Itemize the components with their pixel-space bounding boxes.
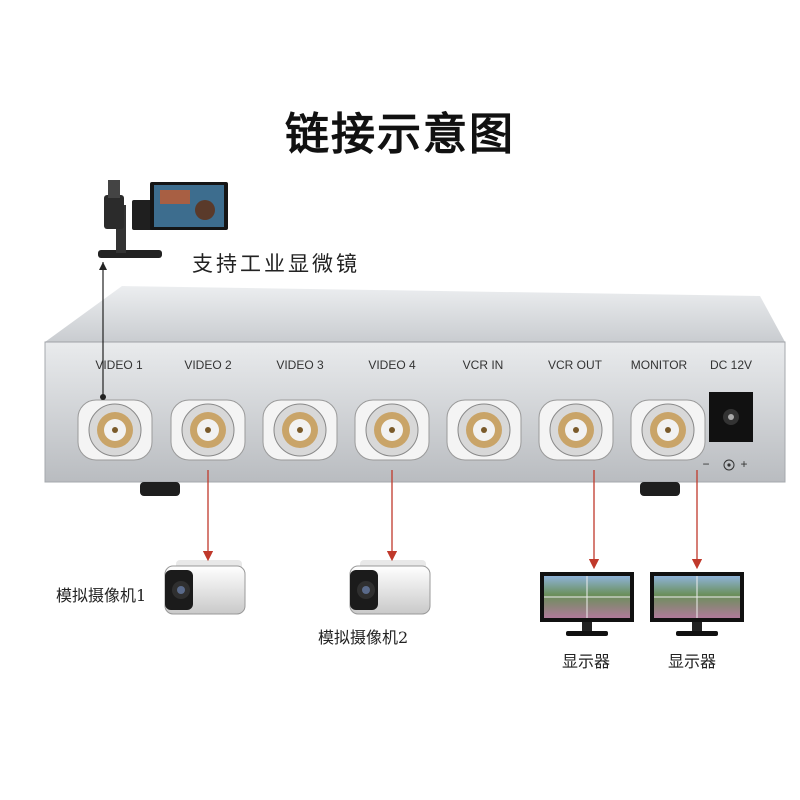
device-foot-left (140, 482, 180, 496)
monitor-1-icon (540, 572, 634, 636)
page-title: 链接示意图 (285, 109, 515, 160)
camera-1-icon (164, 560, 246, 615)
microscope-icon (98, 180, 228, 258)
monitor-2-icon (650, 572, 744, 636)
device-top-panel (45, 286, 785, 342)
camera-1-caption: 模拟摄像机1 (56, 586, 147, 605)
video-switcher-device (44, 286, 786, 496)
port-label-video-4: VIDEO 4 (368, 358, 416, 372)
port-label-vcr-out: VCR OUT (548, 358, 602, 372)
bnc-connector-monitor (630, 399, 706, 461)
dc-power-jack (709, 392, 753, 442)
bnc-connectors (77, 392, 753, 471)
bnc-connector-video-2 (170, 399, 246, 461)
polarity-minus: − (702, 457, 710, 471)
monitor-2-caption: 显示器 (668, 652, 717, 671)
bnc-connector-vcr-in (446, 399, 522, 461)
bnc-connector-video-3 (262, 399, 338, 461)
monitor-1-caption: 显示器 (562, 652, 611, 671)
polarity-plus: + (740, 457, 748, 471)
bnc-connector-vcr-out (538, 399, 614, 461)
power-polarity-symbol (723, 459, 735, 471)
bnc-connector-video-1 (77, 399, 153, 461)
port-label-vcr-in: VCR IN (462, 358, 504, 372)
device-foot-right (640, 482, 680, 496)
port-label-video-2: VIDEO 2 (184, 358, 232, 372)
port-label-video-3: VIDEO 3 (276, 358, 324, 372)
camera-2-icon (349, 560, 431, 615)
bnc-connector-video-4 (354, 399, 430, 461)
power-label: DC 12V (709, 358, 753, 372)
camera-2-caption: 模拟摄像机2 (318, 628, 409, 647)
port-label-video-1: VIDEO 1 (95, 358, 143, 372)
microscope-caption: 支持工业显微镜 (192, 252, 360, 276)
port-label-monitor: MONITOR (630, 358, 688, 372)
connection-arrows (99, 262, 703, 570)
